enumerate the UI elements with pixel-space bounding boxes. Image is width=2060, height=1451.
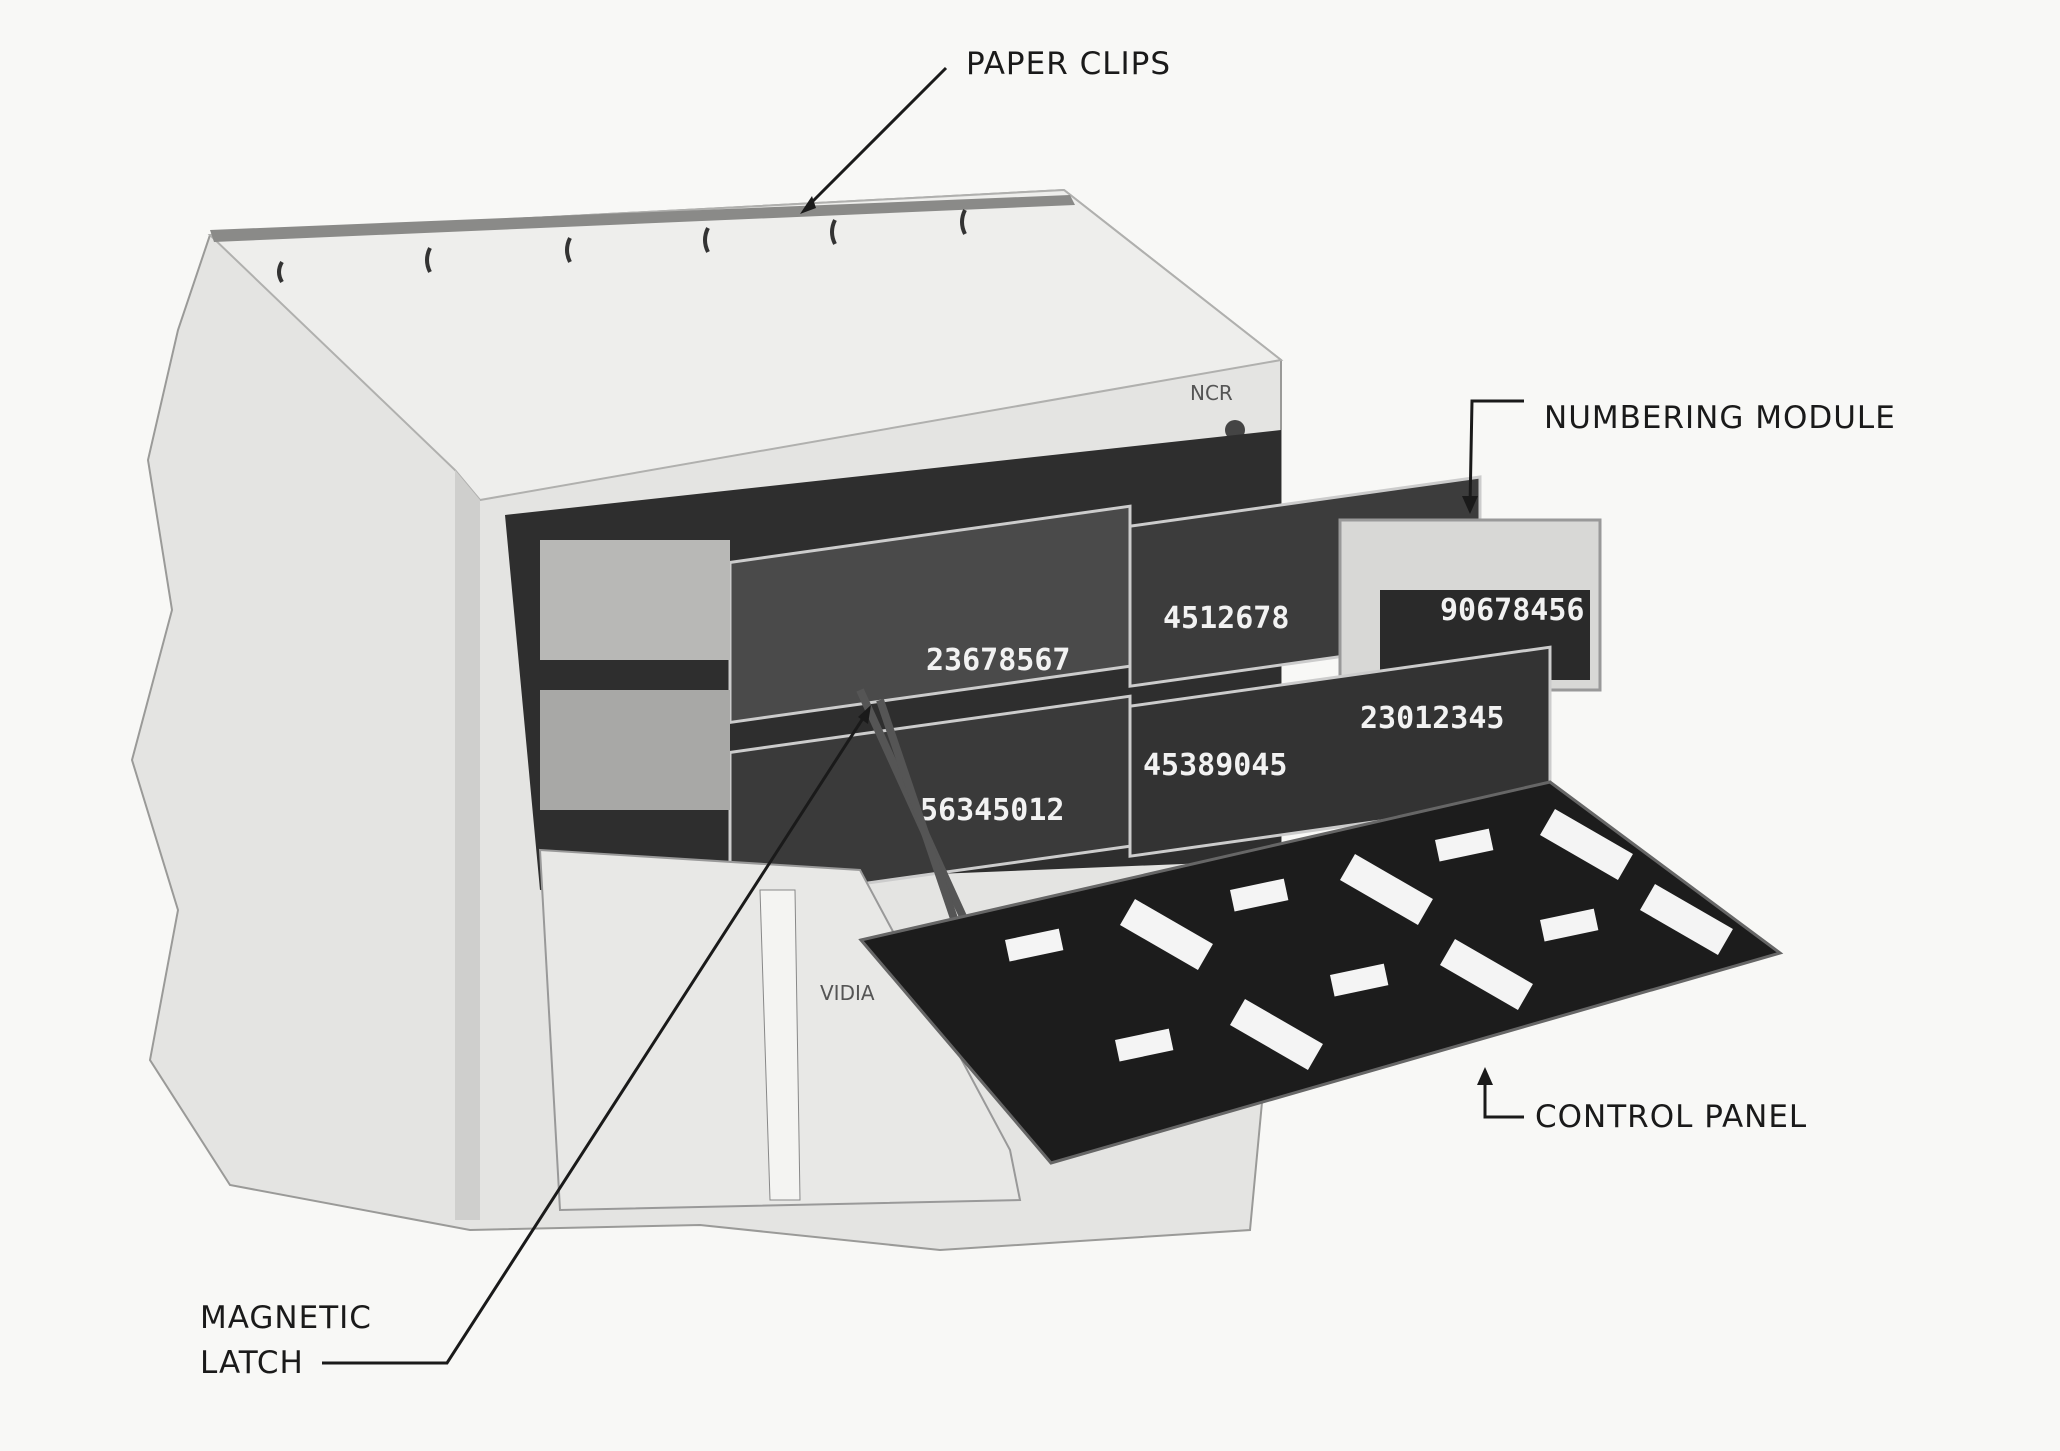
numbering-module-label: NUMBERING MODULE bbox=[1544, 400, 1896, 436]
logo-text: NCR bbox=[1190, 381, 1233, 405]
counter-readout: 45389045 bbox=[1143, 748, 1288, 783]
control-panel bbox=[858, 780, 1784, 1165]
control-panel-hubs bbox=[1004, 809, 1733, 1070]
numbering-modules bbox=[540, 475, 1602, 905]
magnetic-latch-leader bbox=[322, 711, 869, 1365]
tape-text: VIDIA bbox=[820, 981, 875, 1005]
counter-readout: 90678456 bbox=[1440, 593, 1585, 628]
paper-rail bbox=[210, 195, 1075, 242]
counter-readout: 23012345 bbox=[1360, 701, 1505, 736]
callout-lines bbox=[322, 66, 1524, 1365]
cabinet-top bbox=[207, 188, 1284, 502]
counter-readout: 4512678 bbox=[1163, 601, 1289, 636]
counter-readout: 23678567 bbox=[926, 643, 1071, 678]
control-panel-leader bbox=[1483, 1075, 1524, 1119]
magnetic-latch-label-line2: LATCH bbox=[200, 1345, 304, 1381]
paper-clips bbox=[277, 209, 967, 284]
paper-clips-label: PAPER CLIPS bbox=[966, 46, 1172, 82]
numbering-module-leader bbox=[1468, 399, 1524, 507]
counter-readout: 56345012 bbox=[920, 793, 1065, 828]
paper-clips-leader bbox=[804, 66, 948, 210]
control-panel-label: CONTROL PANEL bbox=[1535, 1099, 1808, 1135]
magnetic-latch-label-line1: MAGNETIC bbox=[200, 1300, 372, 1336]
